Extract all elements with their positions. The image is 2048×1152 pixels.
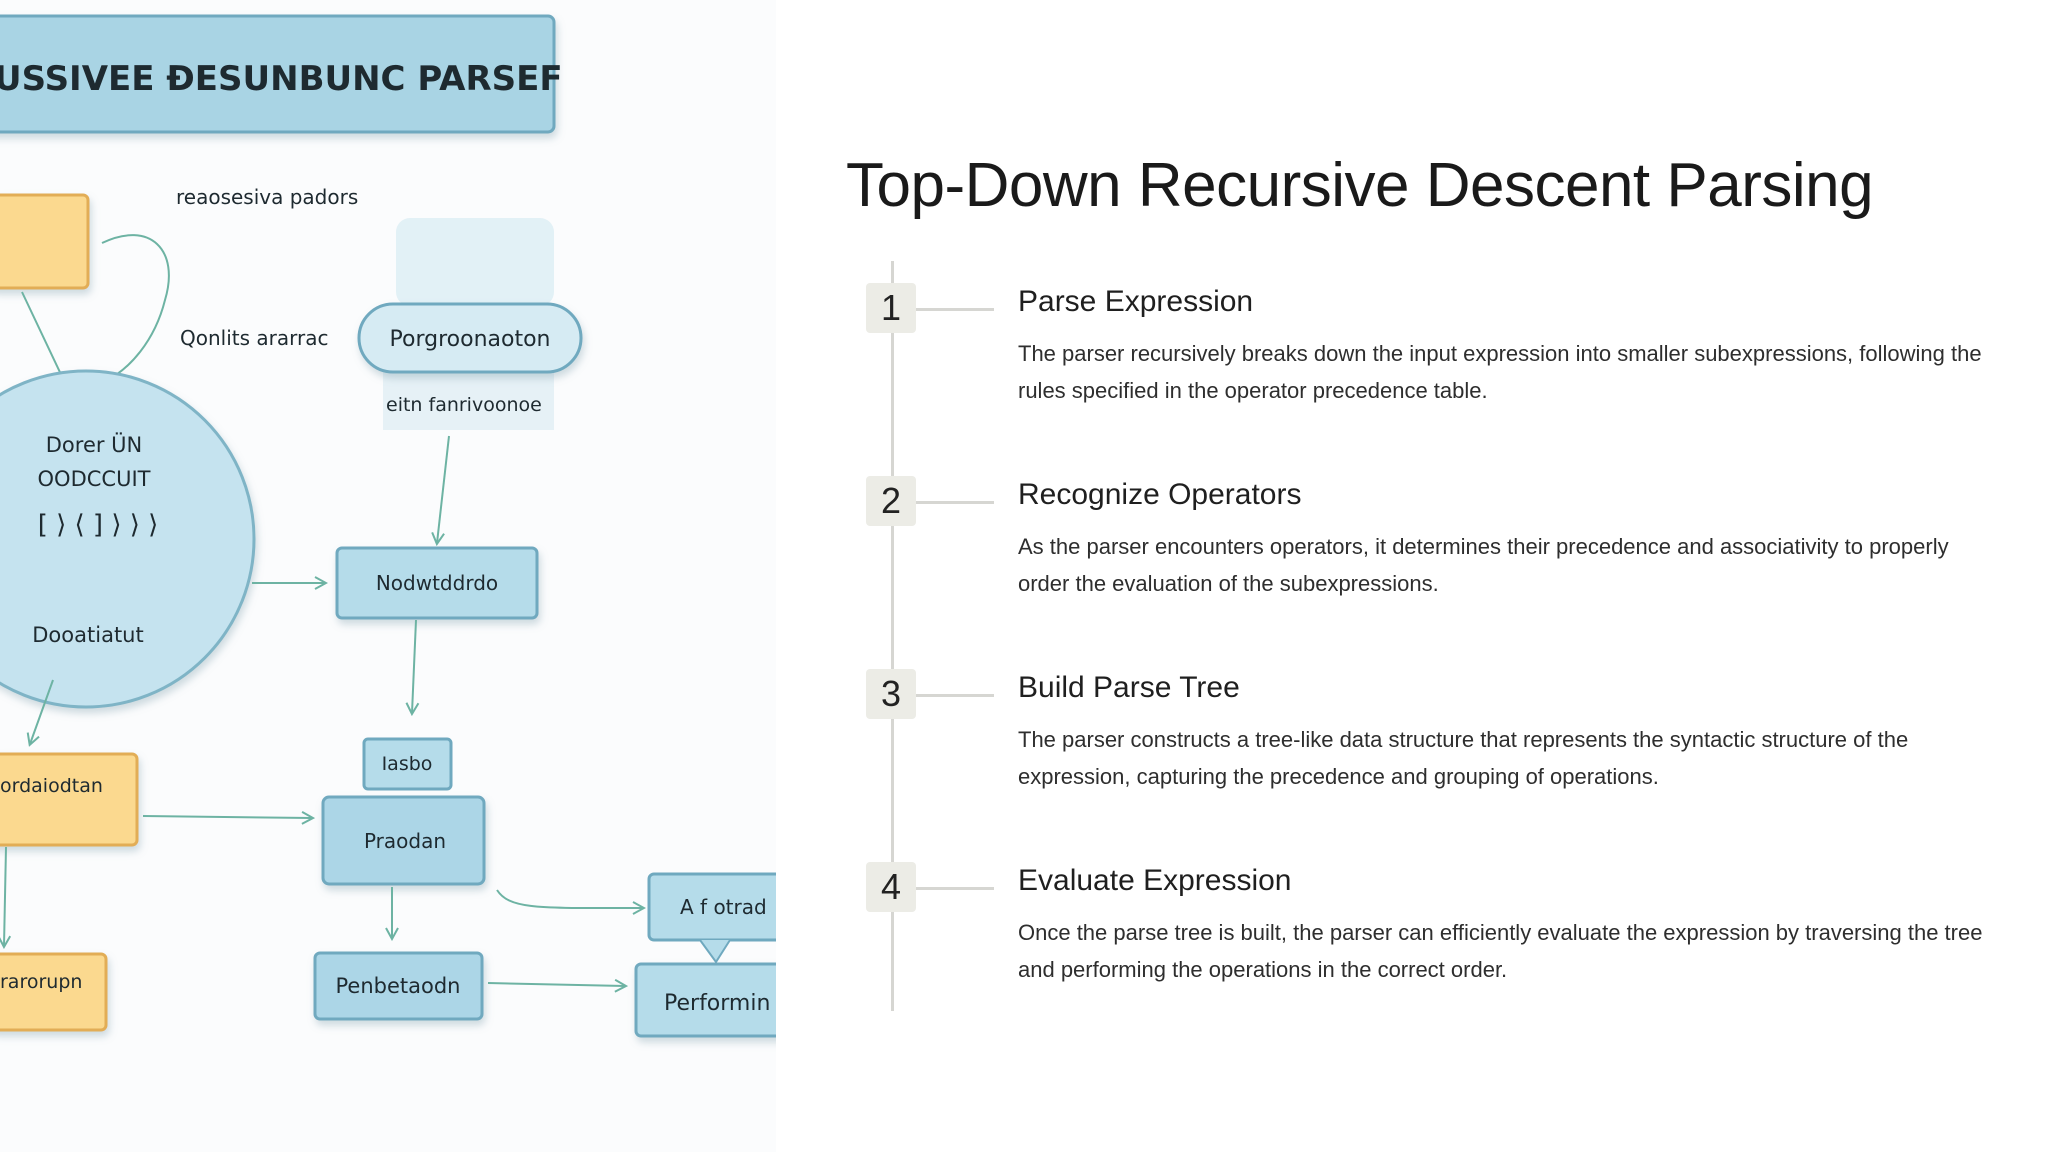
step-number-badge: 1 <box>866 283 916 333</box>
yellow-node-mid: ordaiodtan <box>0 752 139 847</box>
parser-diagram-image: USSIVEE ĐESUNBUNC PARSEF reaosesiva pado… <box>0 0 776 1152</box>
banner-text: USSIVEE ĐESUNBUNC PARSEF <box>0 59 563 99</box>
node-text: Penbetaodn <box>336 974 461 998</box>
pill-node: Porgroonaoton <box>357 302 583 374</box>
arrow <box>21 291 66 385</box>
timeline-line <box>891 261 894 1011</box>
label-top: reaosesiva padors <box>176 185 358 209</box>
arrow <box>4 846 6 946</box>
step-connector <box>916 308 994 311</box>
node-callout: A f otrad <box>647 872 776 964</box>
node-text: ordaiodtan <box>0 775 103 797</box>
pill-sub-text: eitn fanrivoonoe <box>386 394 542 416</box>
circle-text: OODCCUIT <box>38 467 151 491</box>
label-side: Qonlits ararrac <box>180 326 328 350</box>
step-title: Parse Expression <box>1018 285 1254 318</box>
arrow <box>142 816 312 818</box>
circle-text: [ ⟩ ⟨ ] ⟩ ⟩ ⟩ <box>38 510 159 540</box>
step-body: Once the parse tree is built, the parser… <box>1018 920 1983 982</box>
recursion-arrow <box>102 234 170 383</box>
step-title: Recognize Operators <box>1018 478 1302 511</box>
step-body: The parser recursively breaks down the i… <box>1018 341 1982 403</box>
node-perform: Performin <box>634 962 776 1038</box>
node-text: Praodan <box>364 829 446 853</box>
yellow-node-top <box>0 193 90 290</box>
circle-node: Dorer ÜN OODCCUIT [ ⟩ ⟨ ] ⟩ ⟩ ⟩ Dooatiat… <box>0 369 256 709</box>
node-text: Nodwtddrdo <box>376 571 498 595</box>
arrow <box>437 435 450 543</box>
step-number-badge: 2 <box>866 476 916 526</box>
diagram-banner: USSIVEE ĐESUNBUNC PARSEF <box>0 14 563 134</box>
pill-text: Porgroonaoton <box>390 327 551 352</box>
step-connector <box>916 694 994 697</box>
pill-sub-box <box>383 372 554 430</box>
faded-shape <box>396 218 554 306</box>
step-number-badge: 4 <box>866 862 916 912</box>
step-connector <box>916 887 994 890</box>
circle-text: Dooatiatut <box>32 623 143 647</box>
step-body: The parser constructs a tree-like data s… <box>1018 727 1909 789</box>
node-text: Performin <box>664 991 770 1016</box>
step-title: Evaluate Expression <box>1018 864 1292 897</box>
page-title: Top-Down Recursive Descent Parsing <box>846 151 1874 220</box>
node-text: A f otrad <box>680 895 767 919</box>
step-title: Build Parse Tree <box>1018 671 1240 704</box>
circle-text: Dorer ÜN <box>46 432 143 457</box>
step-connector <box>916 501 994 504</box>
step-number-badge: 3 <box>866 669 916 719</box>
arrow <box>30 679 54 744</box>
node-mid: Nodwtddrdo <box>335 546 539 620</box>
node-text: rarorupn <box>0 971 82 993</box>
node-praodan: Praodan <box>321 795 486 886</box>
node-penbet: Penbetaodn <box>313 951 484 1021</box>
yellow-node-bottom: rarorupn <box>0 952 108 1032</box>
arrow <box>412 619 416 713</box>
arrow <box>487 983 625 986</box>
node-text: Iasbo <box>382 753 433 775</box>
node-small: Iasbo <box>362 737 453 791</box>
step-body: As the parser encounters operators, it d… <box>1018 534 1949 596</box>
arrow <box>496 889 643 908</box>
